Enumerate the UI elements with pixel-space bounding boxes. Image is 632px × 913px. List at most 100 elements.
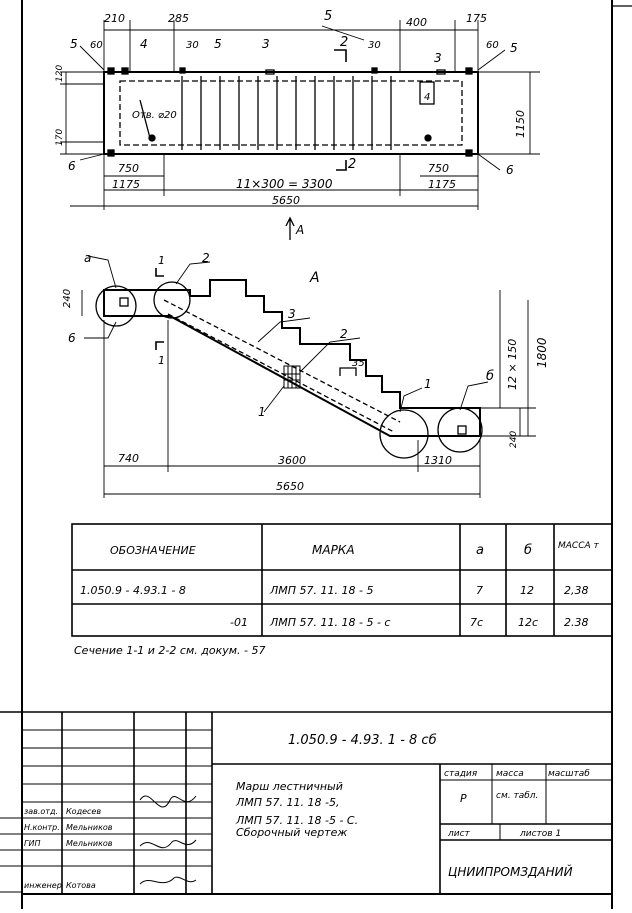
rebar-line [163, 299, 401, 423]
view-title: A [309, 270, 320, 286]
drawing-text: 210 285 5 400 175 60 4 30 30 60 5 5 3 2 … [24, 9, 600, 890]
callout-label: 1 [258, 405, 266, 419]
plan-inner-outline [119, 80, 463, 146]
spec-cell: 12с [518, 616, 538, 629]
section-label: 2 [348, 157, 356, 172]
plan-view [60, 20, 540, 240]
hole-label: Отв. ⌀20 [132, 110, 177, 121]
dim-label: 1175 [428, 178, 456, 191]
callout-label: 2 [202, 251, 210, 265]
callout-label: 3 [434, 51, 442, 65]
dim-label: 210 [104, 12, 125, 25]
section-marker-1 [155, 268, 164, 277]
callout-label: 5 [510, 41, 518, 55]
embedded-part-mark [107, 67, 115, 75]
leader-line [321, 25, 365, 41]
flight-outline [103, 279, 481, 437]
role-label: Н.контр. [24, 823, 60, 832]
hole-leader [139, 99, 151, 139]
spec-header: МАССА т [558, 541, 600, 551]
spec-cell: ЛМП 57. 11. 18 - 5 - с [269, 616, 390, 629]
callout-label: 6 [68, 159, 76, 173]
spec-table-lines [71, 523, 613, 637]
spec-cell: 1.050.9 - 4.93.1 - 8 [80, 584, 186, 597]
leader-line [459, 381, 489, 411]
spec-cell: -01 [230, 616, 248, 629]
leader-line [79, 45, 105, 71]
embedded-part-mark [179, 67, 186, 74]
dim-label: 30 [186, 40, 199, 51]
leader-line [257, 317, 311, 343]
callout-label: 5 [70, 37, 78, 51]
signer-name: Мельников [66, 839, 113, 848]
role-label: зав.отд. [24, 807, 58, 816]
embedded-part-mark [107, 149, 115, 157]
section-note: Сечение 1-1 и 2-2 см. докум. - 57 [74, 644, 265, 657]
detail-circle-2 [153, 281, 191, 319]
stage-value: Р [460, 792, 467, 805]
spec-cell: 7с [470, 616, 483, 629]
spec-cell: 12 [520, 584, 534, 597]
detail-circle-b [437, 407, 483, 453]
callout-label: 6 [68, 331, 76, 345]
embedded-part-mark [121, 67, 129, 75]
dim-label: 12 × 150 [506, 339, 519, 390]
embedded-part-mark [119, 297, 129, 307]
callout-label: 2 [340, 327, 348, 341]
dim-label: 5650 [276, 480, 304, 493]
rebar-line [167, 313, 395, 433]
leader-line [477, 153, 501, 171]
leader-line [84, 321, 117, 339]
signature-mark [139, 839, 197, 849]
mark-label: 4 [424, 92, 430, 103]
signer-name: Кодесев [66, 807, 101, 816]
plan-outline [103, 71, 479, 155]
scale-header: масштаб [548, 769, 590, 779]
sheet-label: лист [447, 829, 471, 839]
detail-circle-1 [379, 409, 429, 459]
spec-cell: 2.38 [564, 616, 589, 629]
mass-header: масса [496, 769, 524, 779]
signature-mark [139, 876, 197, 885]
section-label: 1 [158, 354, 165, 367]
dim-label: 1150 [514, 110, 527, 138]
stage-header: стадия [444, 769, 478, 779]
leader-line [175, 261, 211, 285]
dim-label: 170 [55, 129, 65, 146]
sheets-label: листов 1 [519, 829, 561, 839]
role-label: ГИП [24, 839, 40, 848]
role-label: инженер [24, 881, 62, 890]
spec-table-frame [71, 523, 613, 637]
spec-cell: 7 [476, 584, 483, 597]
leader-line [299, 337, 361, 373]
document-code: 1.050.9 - 4.93. 1 - 8 сб [288, 733, 437, 748]
signer-name: Котова [66, 881, 96, 890]
organization-name: ЦНИИПРОМЗДАНИЙ [448, 864, 573, 879]
hatch-area [283, 365, 301, 389]
signature-mark [139, 795, 197, 808]
elevation-view [81, 255, 536, 498]
dim-label: 30 [368, 40, 381, 51]
embedded-part-mark [371, 67, 378, 74]
mass-value: см. табл. [496, 791, 538, 801]
spec-header: a [476, 543, 484, 558]
loop-mark [419, 81, 435, 105]
spec-header: б [524, 543, 532, 558]
plate-mark [436, 69, 446, 75]
lifting-hole-mark [148, 134, 156, 142]
callout-label: 1 [424, 377, 432, 391]
leader-line [79, 153, 105, 161]
embedded-part-mark [465, 67, 473, 75]
dim-label: 1175 [112, 178, 140, 191]
dim-label: 60 [90, 40, 103, 51]
title-line: Сборочный чертеж [236, 826, 347, 839]
leader-line [399, 387, 423, 413]
spec-header: ОБОЗНАЧЕНИЕ [110, 544, 196, 557]
dim-label: 120 [55, 65, 65, 82]
leader-line [263, 385, 285, 413]
title-block-lines [0, 711, 612, 895]
spec-cell: ЛМП 57. 11. 18 - 5 [269, 584, 373, 597]
callout-label: a [84, 251, 91, 265]
callout-label: 3 [288, 307, 296, 321]
section-marker-2 [336, 160, 347, 171]
